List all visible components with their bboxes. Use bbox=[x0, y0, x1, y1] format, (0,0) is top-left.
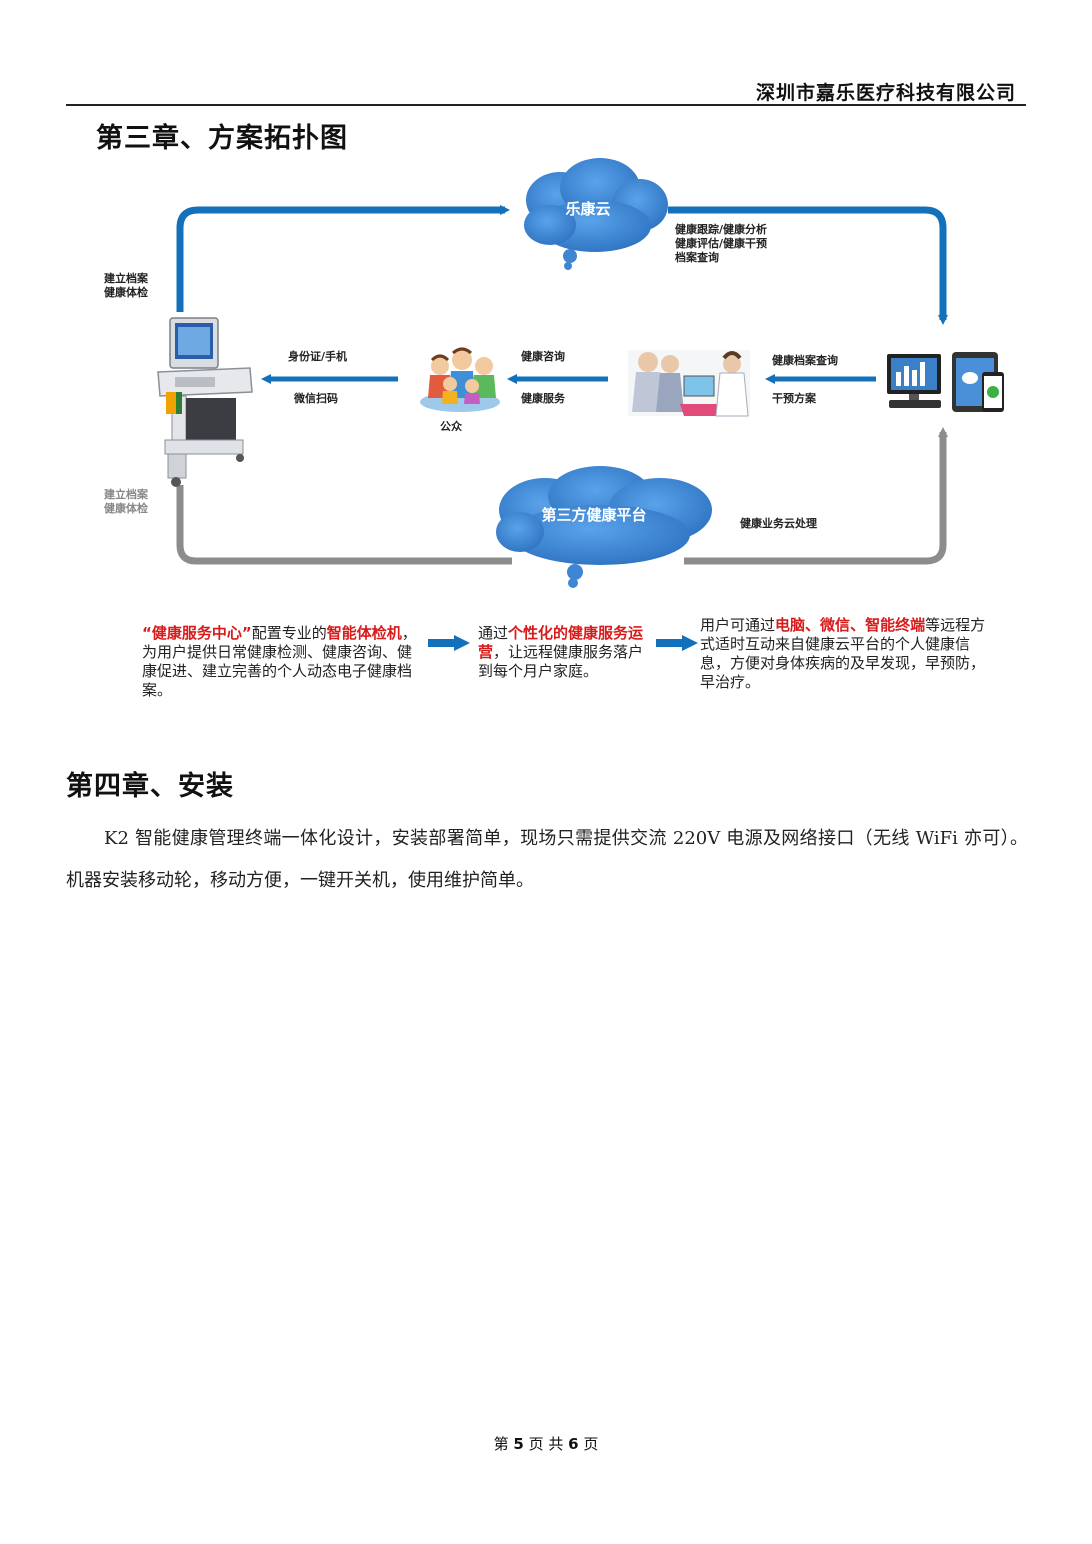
arrow3-label-bottom: 干预方案 bbox=[772, 391, 817, 405]
description-remote: 用户可通过电脑、微信、智能终端等远程方式适时互动来自健康云平台的个人健康信息，方… bbox=[700, 616, 990, 692]
footer-pre: 第 bbox=[493, 1435, 509, 1453]
desc3-emphasis-terminal: 智能终端 bbox=[865, 616, 926, 634]
header-company-name: 深圳市嘉乐医疗科技有限公司 bbox=[755, 82, 1016, 104]
header-divider bbox=[66, 104, 1026, 106]
desc2-text1: 通过 bbox=[478, 624, 509, 642]
left-top-label-2: 健康体检 bbox=[104, 285, 148, 299]
public-family-image bbox=[420, 347, 500, 412]
desc1-text1: 配置专业的 bbox=[251, 624, 327, 642]
public-label: 公众 bbox=[440, 419, 463, 433]
arrow1-label-bottom: 微信扫码 bbox=[293, 391, 338, 405]
chapter4-paragraph: K2 智能健康管理终端一体化设计，安装部署简单，现场只需提供交流 220V 电源… bbox=[66, 828, 1028, 891]
footer-total-pages: 6 bbox=[568, 1435, 579, 1453]
description-operation: 通过个性化的健康服务运营，让远程健康服务落户到每个月户家庭。 bbox=[478, 624, 654, 681]
cloud-bottom: 第三方健康平台 bbox=[496, 466, 712, 588]
cloud-service-label-3: 档案查询 bbox=[675, 250, 719, 264]
cloud-top-label: 乐康云 bbox=[565, 200, 610, 218]
arrow2-label-top: 健康咨询 bbox=[521, 349, 565, 363]
cloud-bottom-label: 第三方健康平台 bbox=[541, 506, 646, 524]
desc1-quote: “健康服务中心” bbox=[142, 624, 252, 642]
arrow3-label-top: 健康档案查询 bbox=[772, 353, 838, 367]
desc3-sep1: 、 bbox=[805, 616, 821, 634]
cloud-top: 乐康云 bbox=[524, 158, 668, 270]
desc1-emphasis: 智能体检机 bbox=[326, 624, 402, 642]
footer-mid: 页 共 bbox=[528, 1435, 564, 1453]
left-bottom-label-2: 健康体检 bbox=[104, 501, 148, 515]
bottom-flow-line-left bbox=[176, 485, 512, 565]
desc2-text2: ，让远程健康服务落户到每个月户家庭。 bbox=[478, 643, 644, 680]
chapter3-title: 第三章、方案拓扑图 bbox=[96, 123, 348, 154]
bottom-flow-line-right bbox=[684, 427, 948, 565]
cloud-service-label-1: 健康跟踪/健康分析 bbox=[675, 222, 767, 236]
footer-page-number: 5 bbox=[513, 1435, 524, 1453]
left-bottom-label-1: 建立档案 bbox=[104, 487, 149, 501]
devices-image bbox=[887, 352, 1004, 412]
desc2-emphasis: 个性化的健康服务运营 bbox=[478, 624, 644, 661]
doctor-consultation-image bbox=[628, 350, 750, 417]
chapter4-title: 第四章、安装 bbox=[66, 771, 234, 802]
left-top-label-1: 建立档案 bbox=[104, 271, 149, 285]
top-flow-line-left bbox=[176, 205, 510, 312]
cloud-service-label-2: 健康评估/健康干预 bbox=[675, 236, 767, 250]
top-flow-line-right bbox=[668, 206, 948, 325]
desc3-text1: 用户可通过 bbox=[700, 616, 776, 634]
desc3-emphasis-pc: 电脑 bbox=[775, 616, 806, 634]
desc3-sep2: 、 bbox=[850, 616, 866, 634]
desc1-text2: ，为用户提供日常健康检测、健康咨询、健康促进、建立完善的个人动态电子健康档案。 bbox=[142, 624, 417, 699]
footer-post: 页 bbox=[583, 1435, 599, 1453]
arrow1-label-top: 身份证/手机 bbox=[288, 349, 347, 363]
description-kiosk: “健康服务中心”配置专业的智能体检机，为用户提供日常健康检测、健康咨询、健康促进… bbox=[142, 624, 418, 700]
topology-diagram: 乐康云 第三方健康平台 健康跟踪/健康分析 健康评估/健康干预 档案查询 建立档… bbox=[104, 158, 1004, 651]
desc3-text2: 等远程方式适时互动来自健康云平台的个人健康信息，方便对身体疾病的及早发现，早预防… bbox=[700, 616, 986, 691]
arrow2-label-bottom: 健康服务 bbox=[521, 391, 566, 405]
desc3-emphasis-wechat: 微信 bbox=[820, 616, 851, 634]
bottom-right-label: 健康业务云处理 bbox=[740, 516, 817, 530]
page-footer: 第 5 页 共 6 页 bbox=[0, 1433, 1092, 1454]
health-kiosk-image bbox=[157, 317, 253, 487]
